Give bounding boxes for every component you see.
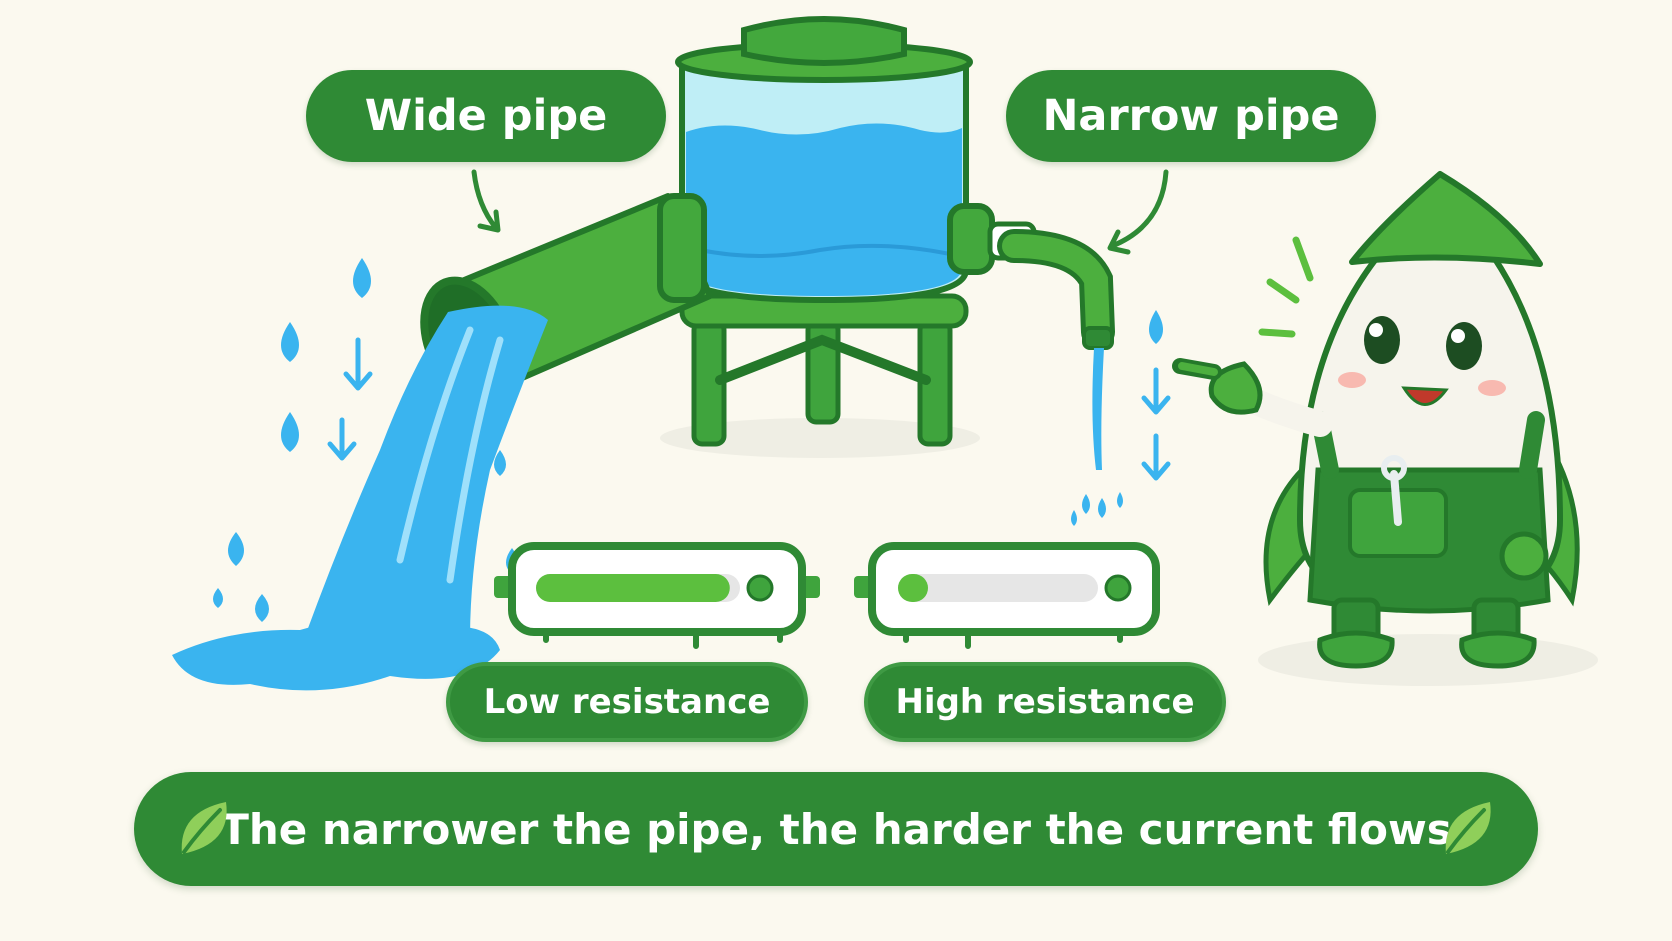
high-resistance-label: High resistance [864, 662, 1226, 742]
wide-down-arrows [327, 337, 373, 461]
mascot-glove-right [1499, 531, 1549, 581]
excitement-marks [1258, 236, 1314, 338]
water-drop-icon [281, 412, 299, 452]
wide-pipe-label-text: Wide pipe [364, 91, 608, 141]
water-tank [675, 16, 973, 447]
narrow-water-trickle [1092, 348, 1104, 470]
tank-lid [741, 16, 907, 66]
wide-pipe-label: Wide pipe [306, 70, 666, 162]
narrow-pipe [947, 203, 1115, 350]
mascot-eye-right [1446, 322, 1482, 370]
tank-shadow [660, 418, 980, 458]
water-drop-icon [353, 258, 371, 298]
high-meter-track [898, 574, 1098, 602]
high-resistance-label-text: High resistance [895, 682, 1195, 722]
arrow-icon [1141, 367, 1171, 415]
low-resistance-label: Low resistance [446, 662, 808, 742]
mascot-cheek [1478, 380, 1506, 396]
mascot-mouth [1401, 386, 1449, 406]
character-shadow [1258, 634, 1598, 686]
leaf-icon [1445, 802, 1491, 854]
meter-knob [746, 574, 774, 602]
mascot-cap [1349, 171, 1543, 267]
mascot-boot-left [1317, 630, 1395, 669]
wrench-icon [1381, 455, 1407, 526]
low-resistance-meter [494, 542, 820, 649]
wide-pipe-coupling [657, 193, 707, 303]
mascot-boot-right [1459, 630, 1537, 669]
narrow-pipe-label-text: Narrow pipe [1042, 91, 1340, 141]
arrow-icon [327, 417, 357, 461]
meter-knob [1104, 574, 1132, 602]
eye-shine [1451, 329, 1465, 343]
stream-highlight [396, 326, 504, 584]
trickle-droplets [1071, 492, 1123, 526]
tank-brace [715, 334, 931, 385]
narrow-stream [1071, 310, 1163, 526]
caption-banner: The narrower the pipe, the harder the cu… [134, 772, 1538, 886]
high-meter-fill [898, 574, 928, 602]
wide-drops [281, 258, 371, 452]
mascot-eye-left [1364, 316, 1400, 364]
low-meter-fill [536, 574, 730, 602]
mascot-cheek [1338, 372, 1366, 388]
narrow-pipe-coupling [947, 203, 995, 275]
leaf-icon [181, 802, 227, 854]
arrow-icon [343, 337, 373, 391]
tank-water [686, 123, 962, 296]
low-resistance-label-text: Low resistance [483, 682, 771, 722]
arrow-icon [1141, 433, 1171, 481]
wide-stream [172, 305, 548, 691]
narrow-pipe-label: Narrow pipe [1006, 70, 1376, 162]
water-drop-icon [281, 322, 299, 362]
meter-feet [543, 629, 783, 649]
high-resistance-meter [854, 542, 1160, 649]
wide-pipe-arrow-icon [471, 169, 501, 233]
narrow-pipe-body [1002, 234, 1110, 344]
narrow-down-arrows [1141, 367, 1171, 481]
water-drop-icon [1149, 310, 1163, 344]
tank-water-wave [699, 243, 951, 258]
meter-feet [903, 629, 1123, 649]
caption-text: The narrower the pipe, the harder the cu… [220, 804, 1452, 854]
narrow-pipe-nozzle [1082, 326, 1114, 350]
mascot-character [1172, 171, 1580, 669]
water-splash-pool [172, 620, 500, 691]
eye-shine [1369, 323, 1383, 337]
pointing-finger-fill [1178, 362, 1218, 376]
narrow-pipe-arrow-icon [1107, 169, 1169, 255]
